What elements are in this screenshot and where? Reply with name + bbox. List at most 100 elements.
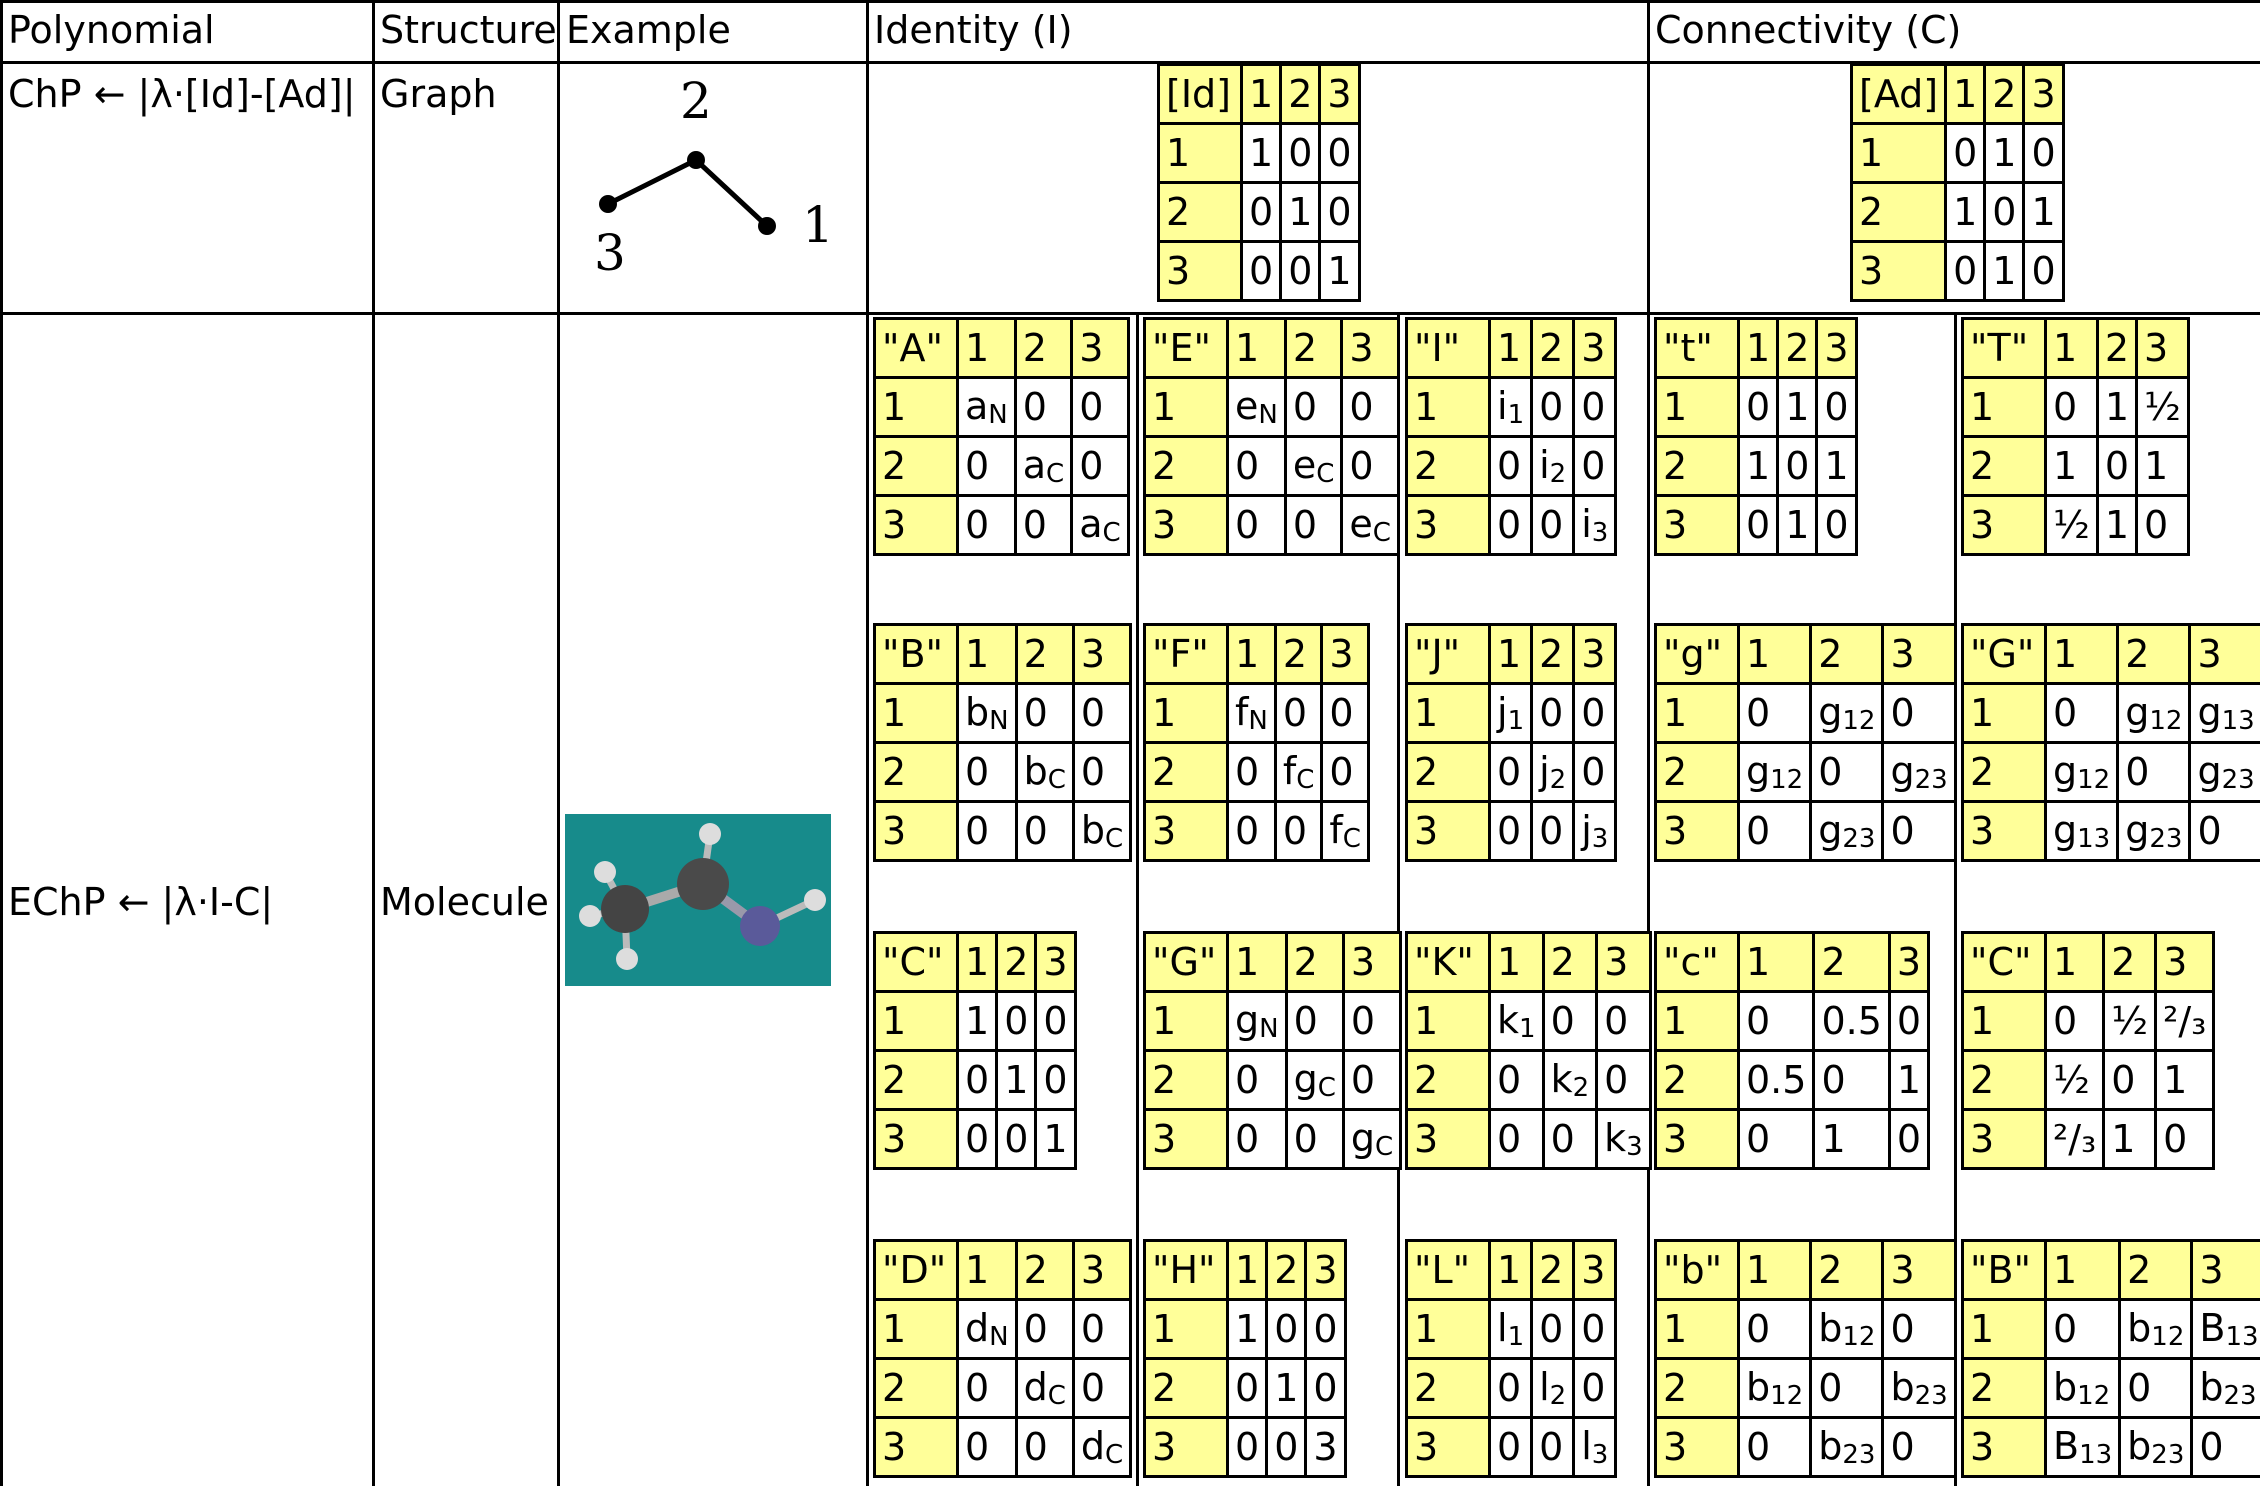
- matrix-cell: 1: [1812, 1108, 1891, 1170]
- matrix-cell: bC: [1014, 741, 1075, 803]
- matrix-cell: 0: [1304, 1298, 1347, 1360]
- matrix-cell: ²/₃: [2154, 990, 2216, 1052]
- matrix-cell: l2: [1530, 1357, 1576, 1419]
- matrix-cell: "I": [1405, 317, 1491, 379]
- matrix-cell: 0: [956, 494, 1017, 556]
- matrix-cell: 3: [2135, 317, 2190, 379]
- matrix-cell: 0: [1944, 122, 1987, 184]
- matrix-cell: 0: [1736, 800, 1813, 862]
- matrix-cell: 1: [1225, 1298, 1269, 1360]
- matrix-cell: 1: [1405, 376, 1491, 438]
- matrix-cell: 3: [1071, 1239, 1133, 1301]
- matrix-cell: 0: [1226, 741, 1277, 803]
- matrix-cell: 1: [1143, 1298, 1229, 1360]
- matrix-cell: 0: [1070, 376, 1130, 438]
- matrix-cell: 2: [2118, 1239, 2194, 1301]
- matrix-cell: 3: [1654, 494, 1740, 556]
- divider: [1647, 0, 1650, 1486]
- graph-node-3: [599, 195, 617, 213]
- matrix-cell: k3: [1595, 1108, 1652, 1170]
- matrix-cell: 2: [995, 931, 1038, 993]
- matrix-cell: 1: [1736, 623, 1813, 685]
- matrix-cell: 1: [955, 990, 999, 1052]
- matrix-cell: 0: [1487, 800, 1534, 862]
- matrix-cell: 1: [873, 1298, 959, 1360]
- graph-node-1: [758, 217, 776, 235]
- matrix-cell: "g": [1654, 623, 1740, 685]
- matrix-cell: 0: [1487, 741, 1534, 803]
- matrix-cell: 1: [1226, 931, 1288, 993]
- matrix-cell: 0: [1226, 1049, 1288, 1111]
- matrix-cell: "J": [1405, 623, 1491, 685]
- matrix-cell: dN: [956, 1298, 1018, 1360]
- matrix-cell: 2: [1654, 435, 1740, 497]
- row2-polynomial: EChP ← |λ·I-C|: [8, 880, 274, 924]
- matrix-cell: 0: [956, 741, 1018, 803]
- matrix-cell: "T": [1961, 317, 2047, 379]
- matrix-cell: 0: [1736, 1416, 1813, 1478]
- divider: [0, 0, 3, 1486]
- matrix-cell: 0: [1239, 240, 1283, 302]
- matrix-cell: 1: [1776, 494, 1819, 556]
- matrix-cell: 0: [1809, 741, 1885, 803]
- header-example: Example: [566, 8, 731, 52]
- matrix-cell: 2: [1961, 741, 2047, 803]
- matrix-cell: 2: [1654, 741, 1740, 803]
- matrix-cell: 1: [2095, 494, 2139, 556]
- matrix-cell: 2: [1812, 931, 1891, 993]
- matrix-cell: 0: [1541, 990, 1599, 1052]
- matrix-cell: "t": [1654, 317, 1740, 379]
- matrix-cell: g13: [2043, 800, 2120, 862]
- matrix-cell: 0: [956, 435, 1017, 497]
- matrix-cell: 1: [2043, 931, 2106, 993]
- matrix-cell: b12: [1736, 1357, 1813, 1419]
- matrix-cell: 3: [1304, 1416, 1347, 1478]
- matrix-cell: 0: [1488, 1108, 1545, 1170]
- graph-node-2: [687, 151, 705, 169]
- matrix-cell: ²/₃: [2043, 1108, 2106, 1170]
- matrix-cell: "K": [1405, 931, 1491, 993]
- matrix-cell: 3: [1405, 1108, 1491, 1170]
- matrix-cell: g23: [2188, 741, 2260, 803]
- matrix-cell: 2: [1961, 1049, 2047, 1111]
- matrix-cell: 0: [2043, 1298, 2122, 1360]
- matrix-cell: 2: [1014, 1239, 1075, 1301]
- matrix-cell: 3: [873, 800, 959, 862]
- matrix-cell: 3: [1572, 623, 1618, 685]
- matrix-cell: 1: [1143, 990, 1229, 1052]
- matrix-cell: 3: [873, 1108, 959, 1170]
- matrix-cell: 0: [1265, 1298, 1308, 1360]
- matrix-cell: aC: [1070, 494, 1130, 556]
- matrix-cell: 3: [873, 494, 959, 556]
- matrix-cell: 0: [1572, 376, 1618, 438]
- matrix-cell: g23: [1809, 800, 1885, 862]
- matrix-cell: 3: [1318, 63, 1361, 125]
- matrix-cell: 3: [1320, 623, 1370, 685]
- matrix-cell: 1: [1143, 682, 1229, 744]
- matrix-cell: 1: [1226, 623, 1277, 685]
- matrix-cell: 2: [1983, 63, 2026, 125]
- matrix-cell: 1: [1944, 63, 1987, 125]
- matrix-cell: g23: [1881, 741, 1957, 803]
